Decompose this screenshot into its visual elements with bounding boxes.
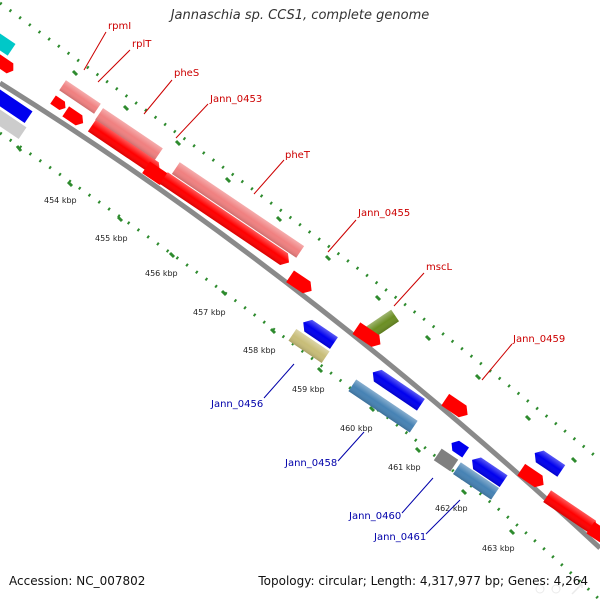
major-tick (174, 139, 182, 147)
label-pheS[interactable]: pheS (174, 68, 199, 79)
label-pheT[interactable]: pheT (285, 150, 311, 161)
gene-blue-462[interactable] (468, 454, 508, 487)
gene-red-right-2[interactable] (543, 490, 600, 535)
major-tick (275, 215, 283, 223)
gene-cyan-partial[interactable] (0, 25, 16, 56)
kbp-label: 459 kbp (292, 385, 325, 394)
gene-jann0461[interactable] (453, 462, 499, 500)
gene-pheT[interactable] (171, 162, 305, 258)
kbp-label: 460 kbp (340, 424, 373, 433)
label-rplT[interactable]: rplT (132, 39, 152, 50)
major-tick (220, 289, 228, 297)
label-jann0461[interactable]: Jann_0461 (373, 532, 426, 543)
zoom-control-icon[interactable] (535, 583, 583, 595)
major-tick (168, 251, 176, 259)
gene-red-right-3[interactable] (586, 521, 600, 543)
major-tick (368, 405, 376, 413)
leader-line (175, 103, 209, 139)
accession-text: Accession: NC_007802 (9, 574, 146, 588)
leader-line (425, 499, 461, 535)
gene-jann0456[interactable] (288, 329, 330, 363)
major-tick (474, 373, 482, 381)
gene-rplT[interactable] (59, 80, 101, 114)
leader-line (143, 79, 173, 115)
label-jann0456[interactable]: Jann_0456 (210, 399, 263, 410)
gene-red-right-1[interactable] (517, 463, 547, 491)
leader-line (327, 219, 357, 253)
label-rpmI[interactable]: rpmI (108, 21, 131, 32)
major-tick (316, 366, 324, 374)
gene-blue-right[interactable] (531, 447, 566, 477)
kbp-label: 455 kbp (95, 234, 128, 243)
kbp-label: 457 kbp (193, 308, 226, 317)
major-tick (66, 180, 74, 188)
gene-red-mid[interactable] (142, 161, 171, 187)
gene-blue-partial[interactable] (0, 89, 33, 123)
kbp-label: 458 kbp (243, 346, 276, 355)
gene-jann0455[interactable] (286, 270, 315, 296)
major-tick (116, 215, 124, 223)
leader-line (97, 49, 131, 83)
major-tick (414, 446, 422, 454)
label-jann0460[interactable]: Jann_0460 (348, 511, 401, 522)
inner-tick-track (0, 131, 600, 600)
zoom-dot (551, 584, 561, 594)
zoom-arrow (571, 583, 583, 595)
forward-genes (0, 25, 600, 543)
gene-red-after-mscL[interactable] (352, 322, 384, 350)
inner-major-ticks (15, 145, 516, 536)
gene-blue-461[interactable] (448, 438, 469, 458)
leader-line (253, 159, 285, 195)
major-tick (460, 488, 468, 496)
major-tick (224, 176, 232, 184)
forward-gene-labels: rpmI rplT pheS Jann_0453 pheT Jann_0455 … (83, 21, 565, 381)
leader-line (337, 431, 365, 462)
gene-jann0459[interactable] (441, 393, 471, 421)
major-tick (424, 334, 432, 342)
gene-red-long[interactable] (159, 172, 293, 268)
major-tick (15, 145, 23, 152)
major-tick (122, 104, 130, 112)
label-jann0459[interactable]: Jann_0459 (512, 334, 565, 345)
label-jann0455[interactable]: Jann_0455 (357, 208, 410, 219)
label-jann0453[interactable]: Jann_0453 (209, 94, 262, 105)
gene-rpmI[interactable] (50, 95, 68, 112)
zoom-dot (535, 584, 545, 594)
leader-line (263, 363, 295, 399)
kbp-label: 454 kbp (44, 196, 77, 205)
gene-jann0460[interactable] (433, 448, 459, 472)
major-tick (71, 69, 79, 77)
gene-red-small[interactable] (62, 106, 86, 128)
gene-silver-partial[interactable] (0, 105, 27, 139)
gene-blue-458[interactable] (299, 317, 338, 349)
label-jann0458[interactable]: Jann_0458 (284, 458, 337, 469)
gene-jann0458[interactable] (348, 379, 418, 433)
kbp-label: 463 kbp (482, 544, 515, 553)
major-tick (524, 414, 532, 422)
gene-pheS[interactable] (95, 108, 163, 160)
major-tick (324, 254, 332, 262)
leader-line (83, 31, 107, 71)
gene-jann0453[interactable] (87, 119, 164, 177)
major-tick (508, 528, 516, 536)
outer-major-ticks (71, 69, 578, 464)
map-title: Jannaschia sp. CCS1, complete genome (170, 8, 430, 23)
major-tick (570, 456, 578, 464)
leader-line (481, 343, 513, 381)
leader-line (401, 477, 434, 514)
kbp-label: 461 kbp (388, 463, 421, 472)
kbp-label: 456 kbp (145, 269, 178, 278)
label-mscL[interactable]: mscL (426, 262, 452, 273)
leader-line (393, 272, 425, 307)
gene-red-partial-left[interactable] (0, 54, 17, 75)
major-tick (374, 294, 382, 302)
reverse-gene-labels: Jann_0456 Jann_0458 Jann_0460 Jann_0461 (210, 363, 461, 543)
major-tick (269, 327, 277, 335)
genome-summary-text: Topology: circular; Length: 4,317,977 bp… (258, 574, 588, 588)
gene-blue-460[interactable] (369, 367, 425, 411)
reverse-genes (0, 89, 566, 500)
